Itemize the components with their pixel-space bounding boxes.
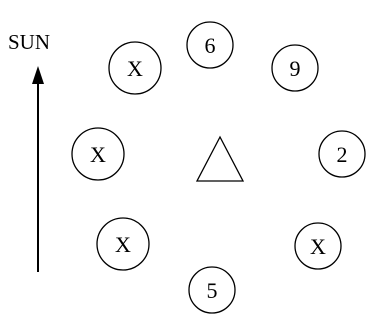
center-triangle-icon <box>195 135 245 182</box>
circle-right: 2 <box>318 130 366 178</box>
circle-label: X <box>310 234 326 259</box>
circle-label: X <box>90 142 106 167</box>
circle-label: 6 <box>205 33 216 58</box>
circle-label: 5 <box>207 278 218 303</box>
circle-bottom-right: X <box>294 222 342 270</box>
circle-label: X <box>127 56 143 81</box>
circle-bottom: 5 <box>188 266 236 314</box>
arrow-head-icon <box>32 66 44 84</box>
sun-direction-arrow <box>32 66 44 272</box>
circle-label: X <box>115 232 131 257</box>
circle-top: 6 <box>186 21 234 69</box>
circle-top-right: 9 <box>271 44 319 92</box>
circle-left: X <box>71 127 125 181</box>
circle-label: 2 <box>337 142 348 167</box>
circle-top-left: X <box>108 41 162 95</box>
sun-label: SUN <box>8 30 50 54</box>
circle-bottom-left: X <box>96 217 150 271</box>
circle-label: 9 <box>290 56 301 81</box>
